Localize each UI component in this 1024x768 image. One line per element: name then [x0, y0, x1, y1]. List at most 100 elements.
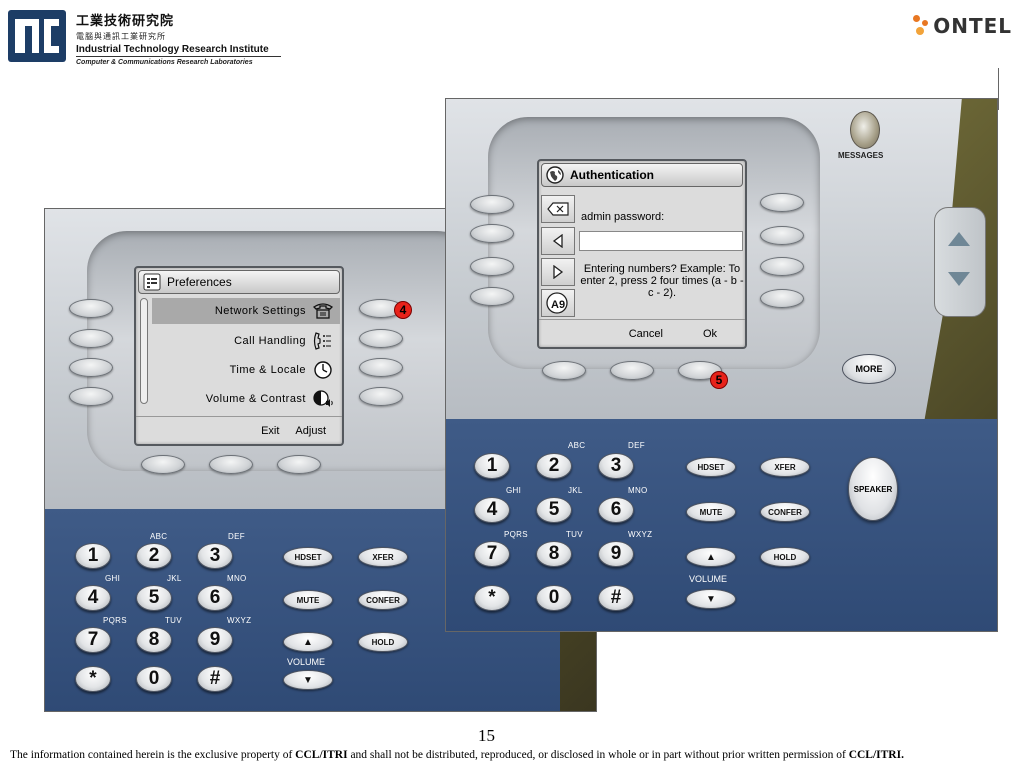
more-button[interactable]: MORE — [842, 354, 896, 384]
disclaimer-owner-2: CCL/ITRI. — [848, 749, 904, 761]
key-7[interactable]: 7 — [75, 627, 111, 653]
preferences-icon — [143, 273, 161, 291]
confidentiality-notice: The information contained herein is the … — [10, 749, 904, 761]
key-hash[interactable]: # — [197, 666, 233, 692]
right-line-button-2[interactable] — [359, 329, 403, 348]
backspace-icon — [547, 202, 569, 216]
key-star[interactable]: * — [75, 666, 111, 692]
key-6[interactable]: 6 — [197, 585, 233, 611]
key-9[interactable]: 9 — [197, 627, 233, 653]
key-8[interactable]: 8 — [136, 627, 172, 653]
menu-item-label: Volume & Contrast — [205, 393, 306, 405]
menu-item-time-locale[interactable]: Time & Locale — [152, 357, 340, 383]
key-letters-pqrs: PQRS — [103, 616, 127, 625]
volume-down-button[interactable]: ▼ — [283, 670, 333, 690]
key-1[interactable]: 1 — [75, 543, 111, 569]
mute-button[interactable]: MUTE — [686, 502, 736, 522]
key-star[interactable]: * — [474, 585, 510, 611]
left-line-button-4[interactable] — [69, 387, 113, 406]
key-2[interactable]: 2 — [536, 453, 572, 479]
cursor-left-key[interactable] — [541, 227, 575, 255]
volume-up-button[interactable]: ▲ — [686, 547, 736, 567]
lcd-title-bar: Authentication — [541, 163, 743, 187]
itri-wordmark: 工業技術研究院 電腦與通訊工業研究所 Industrial Technology… — [76, 10, 281, 66]
input-mode-label: A9 — [551, 299, 565, 311]
menu-scrollbar[interactable] — [140, 298, 148, 404]
menu-item-volume-contrast[interactable]: Volume & Contrast — [152, 386, 340, 412]
xfer-button[interactable]: XFER — [760, 457, 810, 477]
speaker-button[interactable]: SPEAKER — [848, 457, 898, 521]
itri-en-subtitle: Computer & Communications Research Labor… — [76, 59, 253, 66]
key-8[interactable]: 8 — [536, 541, 572, 567]
hold-button[interactable]: HOLD — [358, 632, 408, 652]
key-0[interactable]: 0 — [536, 585, 572, 611]
key-letters-mno: MNO — [227, 574, 247, 583]
hdset-button[interactable]: HDSET — [283, 547, 333, 567]
lcd-screen-preferences: Preferences Network Settings Call Handli… — [134, 266, 344, 446]
key-7[interactable]: 7 — [474, 541, 510, 567]
left-line-button-4[interactable] — [470, 287, 514, 306]
call-handling-icon — [313, 332, 331, 350]
key-letters-ghi: GHI — [105, 574, 121, 583]
right-line-button-1[interactable] — [760, 193, 804, 212]
menu-item-network-settings[interactable]: Network Settings — [152, 298, 340, 324]
softkey-adjust[interactable]: Adjust — [295, 424, 326, 437]
confer-button[interactable]: CONFER — [760, 502, 810, 522]
input-mode-key[interactable]: A9 — [541, 289, 575, 317]
key-letters-def: DEF — [628, 441, 645, 450]
softkey-button-3[interactable] — [277, 455, 321, 474]
callout-marker-5: 5 — [710, 371, 728, 389]
softkey-button-1[interactable] — [141, 455, 185, 474]
softkey-button-2[interactable] — [209, 455, 253, 474]
key-9[interactable]: 9 — [598, 541, 634, 567]
menu-item-call-handling[interactable]: Call Handling — [152, 328, 340, 354]
key-letters-pqrs: PQRS — [504, 530, 528, 539]
key-letters-ghi: GHI — [506, 486, 522, 495]
key-6[interactable]: 6 — [598, 497, 634, 523]
right-line-button-2[interactable] — [760, 226, 804, 245]
softkey-exit[interactable]: Exit — [261, 424, 280, 437]
key-5[interactable]: 5 — [536, 497, 572, 523]
key-3[interactable]: 3 — [598, 453, 634, 479]
right-line-button-3[interactable] — [760, 257, 804, 276]
hdset-button[interactable]: HDSET — [686, 457, 736, 477]
hold-button[interactable]: HOLD — [760, 547, 810, 567]
key-2[interactable]: 2 — [136, 543, 172, 569]
key-4[interactable]: 4 — [75, 585, 111, 611]
mute-button[interactable]: MUTE — [283, 590, 333, 610]
volume-label: VOLUME — [689, 574, 728, 584]
key-hash[interactable]: # — [598, 585, 634, 611]
callout-marker-4: 4 — [394, 301, 412, 319]
xfer-button[interactable]: XFER — [358, 547, 408, 567]
password-prompt: admin password: — [581, 211, 665, 223]
softkey-button-1[interactable] — [542, 361, 586, 380]
volume-down-button[interactable]: ▼ — [686, 589, 736, 609]
softkey-ok[interactable]: Ok — [702, 327, 717, 340]
left-line-button-2[interactable] — [470, 224, 514, 243]
right-line-button-4[interactable] — [359, 387, 403, 406]
cursor-right-key[interactable] — [541, 258, 575, 286]
key-5[interactable]: 5 — [136, 585, 172, 611]
key-1[interactable]: 1 — [474, 453, 510, 479]
volume-up-button[interactable]: ▲ — [283, 632, 333, 652]
key-3[interactable]: 3 — [197, 543, 233, 569]
key-letters-tuv: TUV — [165, 616, 182, 625]
password-input[interactable] — [579, 231, 743, 251]
nav-up-arrow[interactable] — [948, 232, 970, 246]
softkey-cancel[interactable]: Cancel — [628, 327, 663, 340]
left-line-button-2[interactable] — [69, 329, 113, 348]
backspace-key[interactable] — [541, 195, 575, 223]
softkey-button-2[interactable] — [610, 361, 654, 380]
key-0[interactable]: 0 — [136, 666, 172, 692]
right-line-button-3[interactable] — [359, 358, 403, 377]
left-line-button-3[interactable] — [470, 257, 514, 276]
left-line-button-3[interactable] — [69, 358, 113, 377]
itri-logo — [8, 10, 66, 62]
nav-down-arrow[interactable] — [948, 272, 970, 286]
left-line-button-1[interactable] — [69, 299, 113, 318]
confer-button[interactable]: CONFER — [358, 590, 408, 610]
key-4[interactable]: 4 — [474, 497, 510, 523]
right-line-button-4[interactable] — [760, 289, 804, 308]
entry-hint: Entering numbers? Example: To enter 2, p… — [580, 263, 744, 299]
left-line-button-1[interactable] — [470, 195, 514, 214]
